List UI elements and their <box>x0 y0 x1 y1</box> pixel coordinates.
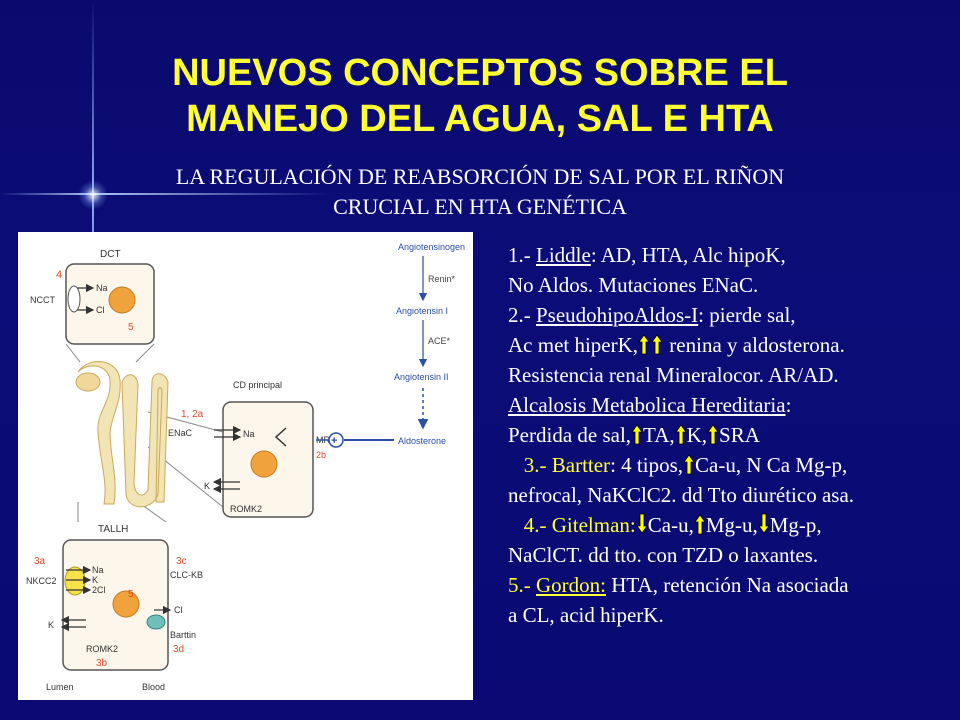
term-bartter: Bartter <box>551 453 611 477</box>
slide-title: NUEVOS CONCEPTOS SOBRE EL MANEJO DEL AGU… <box>60 50 900 142</box>
cd-principal-cell: CD principal 1, 2a ENaC Na K ROMK2 MR 2b <box>168 380 330 518</box>
nkcc2-label: NKCC2 <box>26 576 57 586</box>
dct-number-5: 5 <box>128 322 134 333</box>
cd-romk2: ROMK2 <box>230 504 262 514</box>
list-line-7: Perdida de sal,TA,K,SRA <box>508 423 760 447</box>
dct-cl: Cl <box>96 305 105 315</box>
angiotensinogen: Angiotensinogen <box>398 242 465 252</box>
down-arrow-icon <box>757 513 770 534</box>
list-line-1: 1.- Liddle: AD, HTA, Alc hipoK, <box>508 243 786 267</box>
list-line-13: a CL, acid hiperK. <box>508 603 664 627</box>
blood-label: Blood <box>142 682 165 692</box>
light-streak-horizontal <box>0 193 330 195</box>
tallh-3c: 3c <box>176 556 187 567</box>
term-pseudohipoaldos: PseudohipoAldos-I <box>536 303 699 327</box>
term-gitelman: Gitelman <box>551 513 630 537</box>
cd-k: K <box>204 481 210 491</box>
list-line-8: 3.- Bartter: 4 tipos,Ca-u, N Ca Mg-p, <box>523 453 848 477</box>
tallh-na: Na <box>92 565 104 575</box>
dct-cell: DCT 4 NCCT Na Cl 5 <box>30 249 155 345</box>
cd-label: CD principal <box>233 380 282 390</box>
dct-number-4: 4 <box>56 269 62 281</box>
subtitle-line-1: LA REGULACIÓN DE REABSORCIÓN DE SAL POR … <box>175 164 785 189</box>
term-alcalosis: Alcalosis Metabolica Hereditaria <box>508 393 786 417</box>
tallh-romk2: ROMK2 <box>86 644 118 654</box>
up-arrow-icon <box>674 424 687 445</box>
tallh-cell: TALLH 3a NKCC2 Na K 2Cl 3c CLC-KB 5 Cl B… <box>26 524 203 671</box>
list-line-6: Alcalosis Metabolica Hereditaria: <box>508 393 792 417</box>
subtitle-line-2: CRUCIAL EN HTA GENÉTICA <box>333 194 627 219</box>
angiotensin-ii: Angiotensin II <box>394 372 449 382</box>
up-arrow-icon <box>707 424 719 445</box>
down-arrow-icon <box>635 513 648 534</box>
renin: Renin* <box>428 274 456 284</box>
light-flare <box>78 180 108 210</box>
dct-label: DCT <box>100 249 121 260</box>
list-line-10: 4.- Gitelman:Ca-u,Mg-u,Mg-p, <box>523 513 822 537</box>
title-line-2: MANEJO DEL AGUA, SAL E HTA <box>186 98 774 140</box>
slide-subtitle: LA REGULACIÓN DE REABSORCIÓN DE SAL POR … <box>100 162 860 222</box>
tallh-5: 5 <box>128 589 134 600</box>
tallh-k: K <box>92 575 98 585</box>
disease-list: 1.- Liddle: AD, HTA, Alc hipoK, No Aldos… <box>508 240 953 630</box>
nephron-diagram: DCT 4 NCCT Na Cl 5 CD principal 1, 2a EN… <box>18 232 473 700</box>
mr-number: 2b <box>316 450 326 460</box>
tallh-2cl: 2Cl <box>92 585 106 595</box>
list-line-12: 5.- Gordon: HTA, retención Na asociada <box>508 573 849 597</box>
up-arrow-icon <box>631 424 643 445</box>
tallh-cl: Cl <box>174 605 183 615</box>
barttin-label: Barttin <box>170 630 196 640</box>
list-line-3: 2.- PseudohipoAldos-I: pierde sal, <box>508 303 796 327</box>
term-liddle: Liddle <box>536 243 591 267</box>
tallh-k2: K <box>48 620 54 630</box>
dct-na: Na <box>96 283 108 293</box>
svg-text:+: + <box>331 435 337 447</box>
tubule-illustration <box>75 361 169 508</box>
list-line-2: No Aldos. Mutaciones ENaC. <box>508 273 759 297</box>
up-arrows-icon <box>638 334 663 355</box>
list-line-4: Ac met hiperK, renina y aldosterona. <box>508 333 845 357</box>
cd-na: Na <box>243 429 255 439</box>
raas-cascade: Angiotensinogen Renin* Angiotensin I ACE… <box>316 242 465 448</box>
list-line-9: nefrocal, NaKClC2. dd Tto diurético asa. <box>508 483 855 507</box>
angiotensin-i: Angiotensin I <box>396 306 448 316</box>
list-line-11: NaClCT. dd tto. con TZD o laxantes. <box>508 543 819 567</box>
ncct-label: NCCT <box>30 295 55 305</box>
tallh-3b: 3b <box>96 658 108 669</box>
up-arrow-icon <box>694 514 706 535</box>
aldosterone: Aldosterone <box>398 436 446 446</box>
clckb-label: CLC-KB <box>170 570 203 580</box>
term-gordon: Gordon: <box>536 573 606 597</box>
lumen-label: Lumen <box>46 682 74 692</box>
enac-label: ENaC <box>168 428 193 438</box>
tallh-label: TALLH <box>98 524 128 535</box>
title-line-1: NUEVOS CONCEPTOS SOBRE EL <box>172 52 788 94</box>
ace: ACE* <box>428 336 451 346</box>
tallh-3d: 3d <box>173 644 184 655</box>
list-line-5: Resistencia renal Mineralocor. AR/AD. <box>508 363 839 387</box>
up-arrow-icon <box>683 454 695 475</box>
cd-number: 1, 2a <box>181 409 204 420</box>
tallh-3a: 3a <box>34 556 46 567</box>
